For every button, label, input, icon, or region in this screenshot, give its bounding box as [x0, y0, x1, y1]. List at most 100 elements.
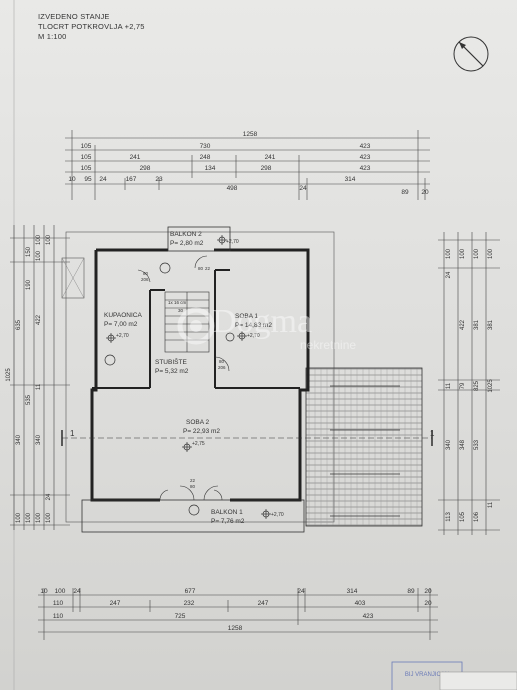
- svg-text:80: 80: [219, 359, 225, 364]
- svg-text:381: 381: [488, 319, 494, 330]
- svg-text:113: 113: [446, 512, 452, 522]
- svg-text:247: 247: [258, 600, 269, 607]
- dim-top-total: 1258: [243, 131, 258, 138]
- svg-text:635: 635: [16, 319, 22, 330]
- room-soba1-area: P= 14,83 m2: [235, 322, 272, 329]
- svg-text:80: 80: [143, 271, 149, 276]
- staircase: [164, 291, 210, 353]
- svg-text:100: 100: [26, 512, 32, 523]
- svg-text:422: 422: [460, 319, 466, 330]
- right-dimension-lines: [438, 232, 500, 535]
- room-labels: BALKON 2 P= 2,80 m2 +2,70 KUPAONICA P= 7…: [104, 231, 284, 525]
- svg-text:100: 100: [488, 248, 494, 259]
- room-balkon1-name: BALKON 1: [211, 509, 243, 516]
- svg-text:314: 314: [345, 176, 356, 183]
- svg-text:298: 298: [261, 165, 272, 172]
- svg-text:190: 190: [26, 279, 32, 290]
- dim-bottom-total: 1258: [228, 625, 243, 632]
- svg-text:381: 381: [474, 319, 480, 330]
- svg-text:24: 24: [299, 185, 307, 192]
- svg-text:423: 423: [363, 613, 374, 620]
- dogma-watermark-logo: Dogma nekretnine: [177, 303, 356, 352]
- svg-text:340: 340: [36, 434, 42, 445]
- svg-text:11: 11: [488, 501, 494, 508]
- svg-text:348: 348: [460, 439, 466, 450]
- room-soba2-area: P= 22,93 m2: [183, 428, 220, 435]
- side-dormer: [61, 257, 85, 299]
- roof-hatch: [305, 367, 423, 527]
- section-mark-left: 1: [70, 429, 75, 438]
- room-soba1-name: SOBA 1: [235, 313, 259, 320]
- svg-text:105: 105: [81, 143, 92, 150]
- svg-text:106: 106: [474, 511, 480, 522]
- svg-text:725: 725: [175, 613, 186, 620]
- svg-text:100: 100: [36, 234, 42, 245]
- svg-text:232: 232: [184, 600, 195, 607]
- svg-text:11: 11: [446, 382, 452, 389]
- left-dimension-lines: [10, 225, 70, 530]
- svg-text:105: 105: [81, 165, 92, 172]
- svg-text:23: 23: [155, 176, 163, 183]
- svg-text:Dogma: Dogma: [212, 303, 312, 340]
- opening-labels: 80 206 80 22 80 206 22 80 1x 16 cm 30: [141, 266, 226, 489]
- svg-text:24: 24: [46, 493, 52, 500]
- svg-text:825: 825: [474, 380, 480, 391]
- svg-text:89: 89: [401, 189, 409, 196]
- svg-text:423: 423: [360, 154, 371, 161]
- svg-text:100: 100: [460, 248, 466, 259]
- svg-text:1x 16 cm: 1x 16 cm: [168, 300, 187, 305]
- svg-text:241: 241: [130, 154, 141, 161]
- svg-text:1025: 1025: [6, 368, 12, 382]
- door-swings: [137, 255, 230, 501]
- level-marker-icon: [106, 235, 271, 519]
- svg-text:206: 206: [218, 365, 226, 370]
- svg-text:+2,70: +2,70: [247, 333, 260, 339]
- bottom-dimension-labels: 10 100 24 677 24 314 89 20 110 247 232 2…: [40, 588, 432, 632]
- svg-text:+2,70: +2,70: [271, 512, 284, 518]
- svg-text:167: 167: [126, 176, 137, 183]
- svg-text:533: 533: [474, 439, 480, 450]
- svg-text:10: 10: [68, 176, 76, 183]
- svg-text:89: 89: [407, 588, 415, 595]
- svg-text:24: 24: [99, 176, 107, 183]
- svg-text:1025: 1025: [488, 379, 494, 393]
- svg-text:+2,70: +2,70: [116, 333, 129, 339]
- svg-text:22: 22: [205, 266, 211, 271]
- svg-text:10: 10: [40, 588, 48, 595]
- svg-text:nekretnine: nekretnine: [300, 338, 356, 352]
- svg-text:100: 100: [46, 234, 52, 245]
- svg-text:422: 422: [36, 314, 42, 325]
- left-dimension-labels: 1025 635 340 100 190 150 535 100 100 100…: [6, 234, 52, 523]
- roof-outline: [65, 231, 335, 523]
- svg-text:24: 24: [446, 271, 452, 278]
- svg-text:+2,70: +2,70: [226, 239, 239, 245]
- drawing-title: TLOCRT POTKROVLJA +2,75: [38, 22, 145, 31]
- svg-text:20: 20: [424, 600, 432, 607]
- svg-text:134: 134: [205, 165, 216, 172]
- balkon2-area: [167, 226, 231, 252]
- svg-text:80: 80: [190, 484, 196, 489]
- svg-text:247: 247: [110, 600, 121, 607]
- svg-text:105: 105: [81, 154, 92, 161]
- room-kupaonica-name: KUPAONICA: [104, 312, 142, 319]
- room-kupaonica-area: P= 7,00 m2: [104, 321, 138, 328]
- bottom-dimension-lines: [38, 588, 438, 640]
- svg-text:150: 150: [26, 246, 32, 257]
- svg-text:20: 20: [424, 588, 432, 595]
- room-balkon2-area: P= 2,80 m2: [170, 240, 204, 247]
- room-balkon1-area: P= 7,76 m2: [211, 518, 245, 525]
- svg-text:24: 24: [73, 588, 81, 595]
- svg-text:298: 298: [140, 165, 151, 172]
- top-dimension-labels: 1258 105 730 423 105 241 248 241 423 105…: [68, 131, 429, 196]
- svg-text:340: 340: [446, 439, 452, 450]
- room-soba2-name: SOBA 2: [186, 419, 210, 426]
- svg-text:30: 30: [178, 308, 184, 313]
- stamp: BIJ VRANJICAN: [391, 661, 517, 690]
- svg-text:403: 403: [355, 600, 366, 607]
- top-dimension-lines: [65, 130, 430, 200]
- balkon1-area: [81, 499, 305, 533]
- fixture-icon: [225, 332, 235, 342]
- drawing-status: IZVEDENO STANJE: [38, 12, 110, 21]
- svg-text:79: 79: [460, 382, 466, 389]
